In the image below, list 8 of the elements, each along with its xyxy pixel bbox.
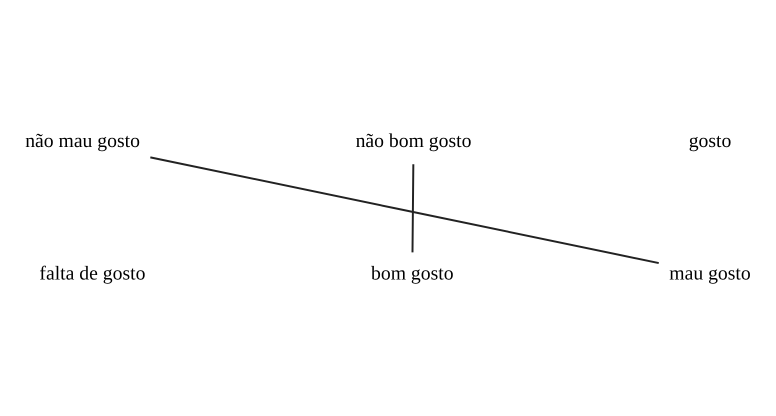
node-text: mau gosto [669, 262, 751, 284]
node-text: não mau gosto [25, 129, 140, 152]
node-text: bom gosto [371, 262, 454, 284]
connector [412, 164, 414, 252]
label: gosto [688, 129, 732, 152]
label: falta de gosto [39, 262, 146, 284]
node-text: não bom gosto [356, 129, 472, 152]
connector [150, 156, 659, 264]
